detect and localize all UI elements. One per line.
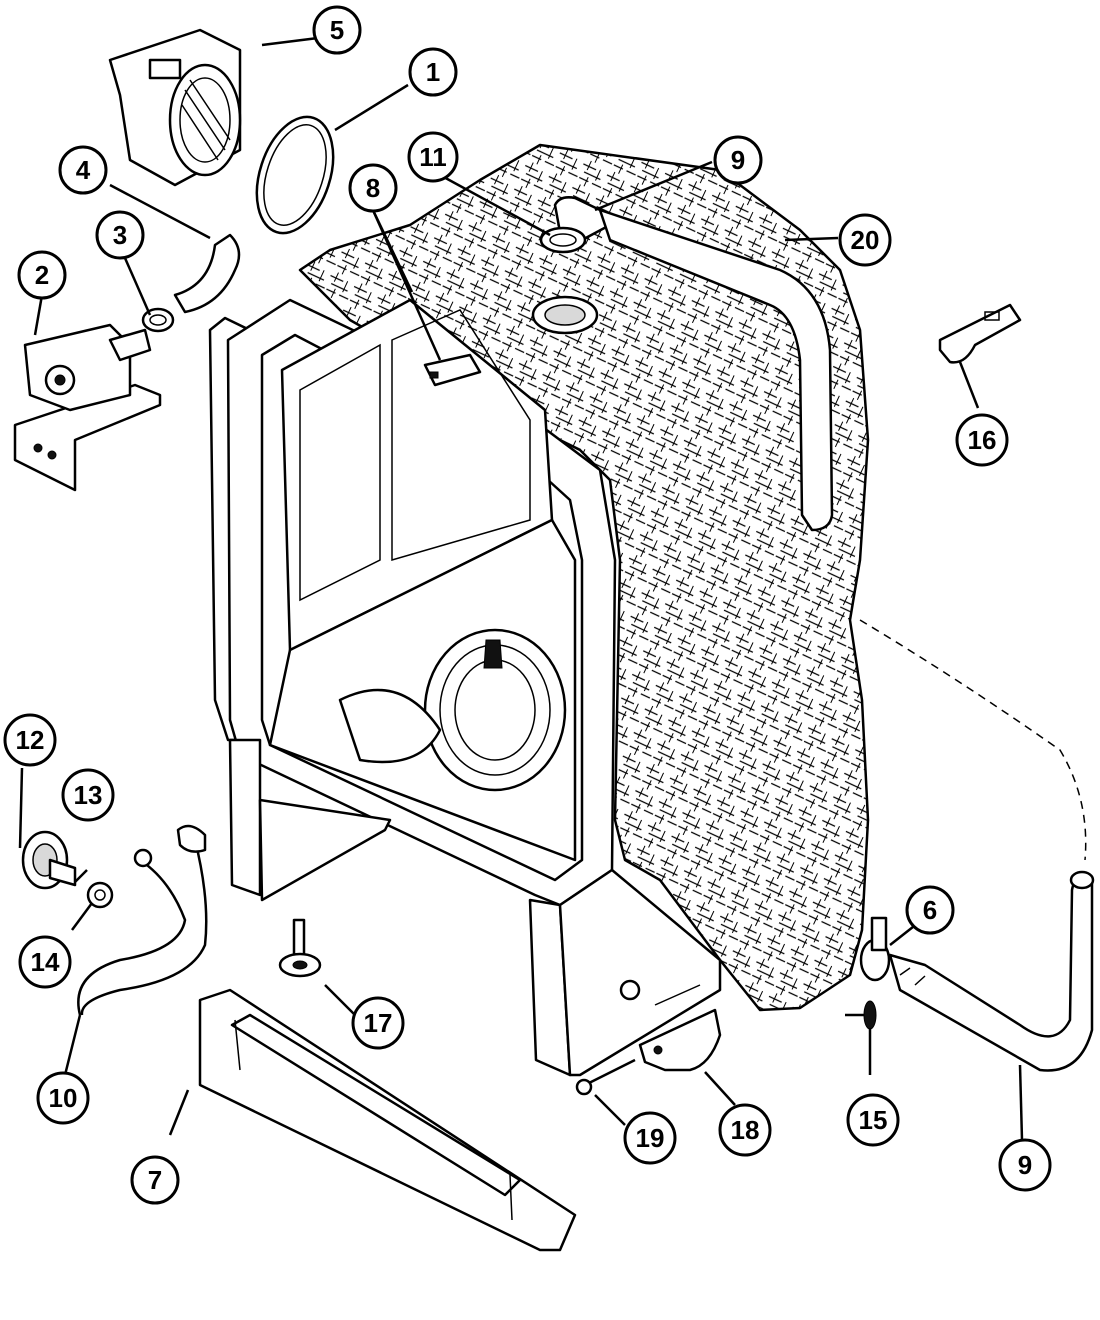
switch-assembly: [21, 830, 114, 909]
svg-text:4: 4: [76, 155, 91, 185]
svg-text:1: 1: [426, 57, 440, 87]
plug: [845, 1000, 877, 1030]
callout-16: 16: [955, 413, 1009, 467]
gasket-ring: [255, 115, 335, 235]
svg-text:18: 18: [731, 1115, 760, 1145]
drain-hose-clamp: [859, 916, 891, 982]
svg-text:9: 9: [1018, 1150, 1032, 1180]
callout-4: 4: [58, 145, 108, 195]
svg-text:16: 16: [968, 425, 997, 455]
callout-9-lower: 9: [998, 1138, 1052, 1192]
svg-text:19: 19: [636, 1123, 665, 1153]
callout-20: 20: [838, 213, 892, 267]
svg-text:8: 8: [366, 173, 380, 203]
water-valve: [13, 323, 162, 492]
callout-8: 8: [348, 163, 398, 213]
callout-14: 14: [18, 935, 72, 989]
callout-11: 11: [407, 131, 459, 183]
screw: [575, 1058, 636, 1096]
callout-2: 2: [17, 250, 67, 300]
clip: [423, 353, 482, 387]
callout-1: 1: [408, 47, 458, 97]
bracket: [938, 303, 1022, 364]
callout-3: 3: [95, 210, 145, 260]
callout-17: 17: [351, 996, 405, 1050]
svg-text:14: 14: [31, 947, 60, 977]
svg-text:17: 17: [364, 1008, 393, 1038]
svg-text:10: 10: [49, 1083, 78, 1113]
svg-text:11: 11: [419, 142, 447, 172]
svg-text:7: 7: [148, 1165, 162, 1195]
callout-19: 19: [623, 1111, 677, 1165]
callout-9-upper: 9: [713, 135, 763, 185]
leveling-leg: [278, 918, 322, 978]
toe-kick-panel: [198, 988, 577, 1252]
svg-text:2: 2: [35, 260, 49, 290]
wire-harness: [77, 824, 208, 1016]
svg-text:20: 20: [851, 225, 880, 255]
svg-text:3: 3: [113, 220, 127, 250]
callout-10: 10: [36, 1071, 90, 1125]
callout-18: 18: [718, 1103, 772, 1157]
svg-text:5: 5: [330, 15, 344, 45]
callouts: 5 1 4 11 8 9 20 3 2 16 12 13 14 6 17 10 …: [3, 5, 1052, 1205]
svg-text:12: 12: [16, 725, 45, 755]
grommet: [539, 226, 587, 254]
leader-lines: [18, 36, 1024, 1141]
callout-13: 13: [61, 768, 115, 822]
callout-15: 15: [846, 1093, 900, 1147]
callout-7: 7: [130, 1155, 180, 1205]
callout-5: 5: [312, 5, 362, 55]
svg-text:6: 6: [923, 895, 937, 925]
callout-12: 12: [3, 713, 57, 767]
vent-housing: [108, 28, 242, 187]
callout-6: 6: [905, 885, 955, 935]
svg-text:15: 15: [859, 1105, 888, 1135]
mount-bracket: [638, 1008, 722, 1072]
drain-hose-lower: [888, 870, 1095, 1072]
svg-text:13: 13: [74, 780, 103, 810]
inlet-hose: [173, 233, 241, 314]
tub-frame: [208, 298, 722, 1077]
svg-text:9: 9: [731, 145, 745, 175]
